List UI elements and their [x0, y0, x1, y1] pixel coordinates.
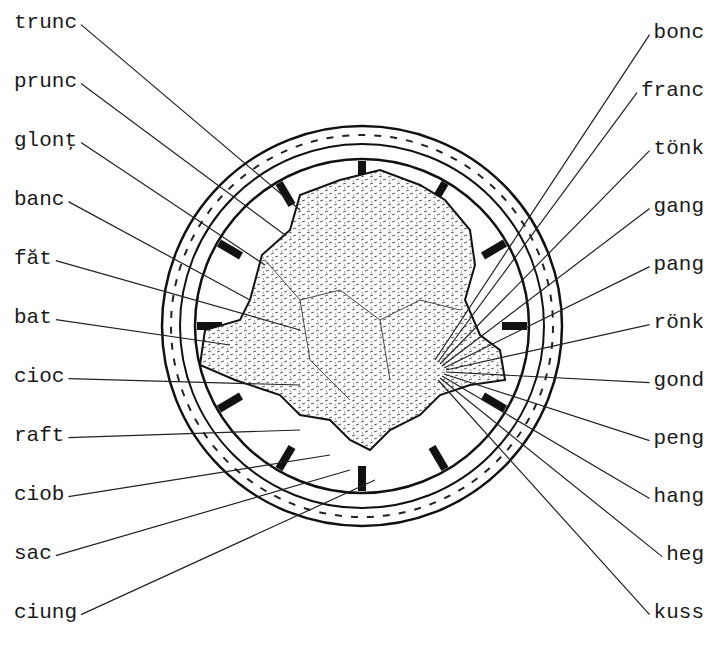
leader-line	[446, 325, 650, 370]
leader-line	[442, 209, 650, 366]
term-label: pang	[654, 254, 704, 275]
leader-line	[81, 25, 300, 210]
term-label: gond	[654, 370, 704, 391]
term-label: tönk	[654, 138, 704, 159]
term-label: glonţ	[14, 130, 77, 151]
leader-line	[438, 380, 650, 615]
leader-line	[68, 455, 330, 497]
term-label: banc	[14, 189, 64, 210]
term-label: heg	[666, 544, 704, 565]
term-label: peng	[654, 428, 704, 449]
term-label: ciob	[14, 484, 64, 505]
leader-line	[440, 378, 662, 557]
leader-line	[446, 372, 650, 383]
leader-line	[442, 376, 650, 499]
leader-line	[68, 379, 300, 385]
term-label: cioc	[14, 366, 64, 387]
leader-line	[68, 430, 300, 438]
term-label: sac	[14, 543, 52, 564]
term-label: ciung	[14, 602, 77, 623]
leader-line	[444, 267, 650, 368]
term-label: raft	[14, 425, 64, 446]
leader-line	[435, 35, 650, 360]
term-label: rönk	[654, 312, 704, 333]
term-label: gang	[654, 196, 704, 217]
term-label: kuss	[654, 602, 704, 623]
leader-line	[444, 374, 650, 441]
leader-line	[56, 470, 350, 556]
leader-line	[56, 261, 300, 330]
leader-line	[81, 480, 375, 615]
leader-line	[81, 84, 285, 235]
leader-line	[81, 143, 265, 265]
term-label: bat	[14, 307, 52, 328]
term-label: făt	[14, 248, 52, 269]
leader-line	[68, 202, 250, 300]
term-label: bonc	[654, 22, 704, 43]
term-label: franc	[641, 80, 704, 101]
term-label: prunc	[14, 71, 77, 92]
term-label: hang	[654, 486, 704, 507]
leader-line	[56, 320, 230, 345]
term-label: trunc	[14, 12, 77, 33]
